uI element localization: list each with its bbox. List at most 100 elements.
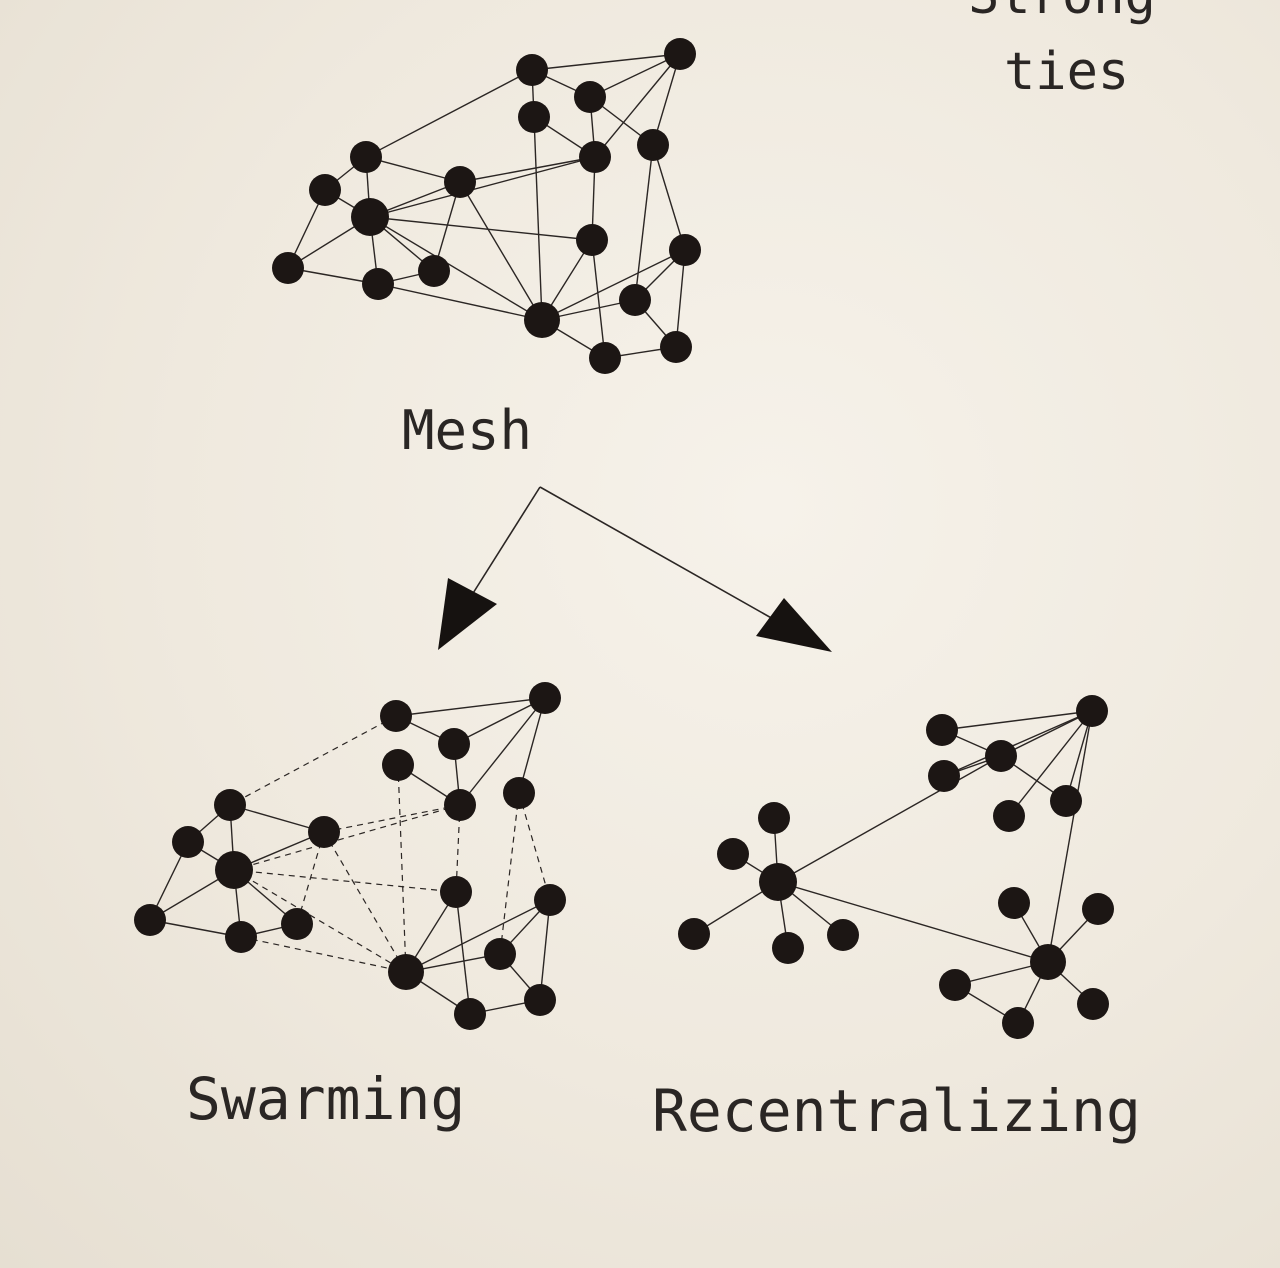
mesh-strong-tie [594, 53, 681, 158]
recentralizing-node [827, 919, 859, 951]
recentralizing-node [993, 800, 1025, 832]
swarming-weak-tie [233, 804, 461, 871]
swarming-edges [149, 697, 551, 1015]
recentralizing-strong-tie [1008, 710, 1093, 817]
mesh-node [637, 129, 669, 161]
swarming-label: Swarming [186, 1065, 466, 1133]
mesh-node [309, 174, 341, 206]
recentralizing-strong-tie [777, 755, 1002, 883]
strong-label: Strong [968, 0, 1156, 22]
swarming-strong-tie [455, 891, 471, 1015]
mesh-strong-tie [634, 144, 654, 301]
recentralizing-node [759, 863, 797, 901]
mesh-node [524, 302, 560, 338]
swarming-node [172, 826, 204, 858]
recentralizing-strong-tie [1047, 710, 1093, 963]
mesh-strong-tie [369, 216, 593, 241]
ties-label: ties [1004, 42, 1130, 102]
mesh-strong-tie [541, 249, 686, 321]
arrow-to-recentralizing-line [539, 486, 783, 625]
mesh-node [619, 284, 651, 316]
swarming-node [281, 908, 313, 940]
swarming-node [454, 998, 486, 1030]
mesh-strong-tie [589, 53, 681, 98]
arrow-to-swarming-line [469, 486, 541, 599]
mesh-network [272, 38, 701, 374]
mesh-node [444, 166, 476, 198]
swarming-node [225, 921, 257, 953]
recentralizing-node [758, 802, 790, 834]
swarming-nodes [134, 682, 566, 1030]
mesh-strong-tie [675, 249, 686, 348]
recentralizing-strong-tie [1000, 710, 1093, 757]
swarming-strong-tie [539, 899, 551, 1001]
swarming-weak-tie [229, 715, 397, 806]
mesh-node [579, 141, 611, 173]
mesh-nodes [272, 38, 701, 374]
swarming-weak-tie [323, 804, 461, 833]
swarming-node [440, 876, 472, 908]
swarming-network [134, 682, 566, 1030]
recentralizing-node [772, 932, 804, 964]
mesh-node [272, 252, 304, 284]
swarming-weak-tie [323, 831, 407, 973]
mesh-strong-tie [369, 156, 596, 218]
recentralizing-node [939, 969, 971, 1001]
swarming-node [382, 749, 414, 781]
swarming-strong-tie [405, 899, 551, 973]
swarming-node [444, 789, 476, 821]
swarming-weak-tie [233, 869, 407, 973]
recentralizing-strong-tie [777, 881, 1049, 963]
swarming-node [503, 777, 535, 809]
recentralizing-node [678, 918, 710, 950]
recentralizing-nodes [678, 695, 1114, 1039]
mesh-node [669, 234, 701, 266]
mesh-strong-tie [652, 144, 686, 251]
mesh-node [418, 255, 450, 287]
swarming-weak-tie [233, 869, 457, 893]
swarming-strong-tie [459, 697, 546, 806]
recentralizing-node [1076, 695, 1108, 727]
recentralizing-node [1050, 785, 1082, 817]
recentralizing-node [1082, 893, 1114, 925]
recentralizing-node [1002, 1007, 1034, 1039]
swarming-weak-tie [397, 764, 407, 973]
recentralizing-network [678, 695, 1114, 1039]
swarming-node [388, 954, 424, 990]
swarming-node [134, 904, 166, 936]
recentralizing-label: Recentralizing [652, 1077, 1141, 1145]
mesh-strong-tie [377, 283, 543, 321]
recentralizing-node [985, 740, 1017, 772]
mesh-node [516, 54, 548, 86]
swarming-strong-tie [518, 697, 546, 794]
swarming-node [524, 984, 556, 1016]
swarming-strong-tie [229, 804, 325, 833]
mesh-strong-tie [533, 116, 543, 321]
recentralizing-node [1077, 988, 1109, 1020]
mesh-node [664, 38, 696, 70]
arrow-to-swarming-head [438, 578, 497, 650]
mesh-strong-tie [365, 156, 461, 183]
swarming-node [484, 938, 516, 970]
mesh-strong-tie [369, 216, 543, 321]
mesh-node [589, 342, 621, 374]
swarming-weak-tie [499, 792, 520, 955]
recentralizing-strong-tie [943, 710, 1093, 777]
swarming-weak-tie [240, 936, 407, 973]
swarming-weak-tie [518, 792, 551, 901]
mesh-label: Mesh [402, 399, 533, 462]
mesh-node [350, 141, 382, 173]
mesh-strong-tie [531, 53, 681, 71]
swarming-node [215, 851, 253, 889]
recentralizing-node [928, 760, 960, 792]
mesh-strong-tie [365, 69, 533, 158]
mesh-strong-tie [459, 156, 596, 183]
mesh-node [576, 224, 608, 256]
swarming-node [529, 682, 561, 714]
mesh-node [660, 331, 692, 363]
swarming-node [214, 789, 246, 821]
recentralizing-node [998, 887, 1030, 919]
mesh-strong-tie [591, 239, 606, 359]
recentralizing-strong-tie [941, 710, 1093, 731]
